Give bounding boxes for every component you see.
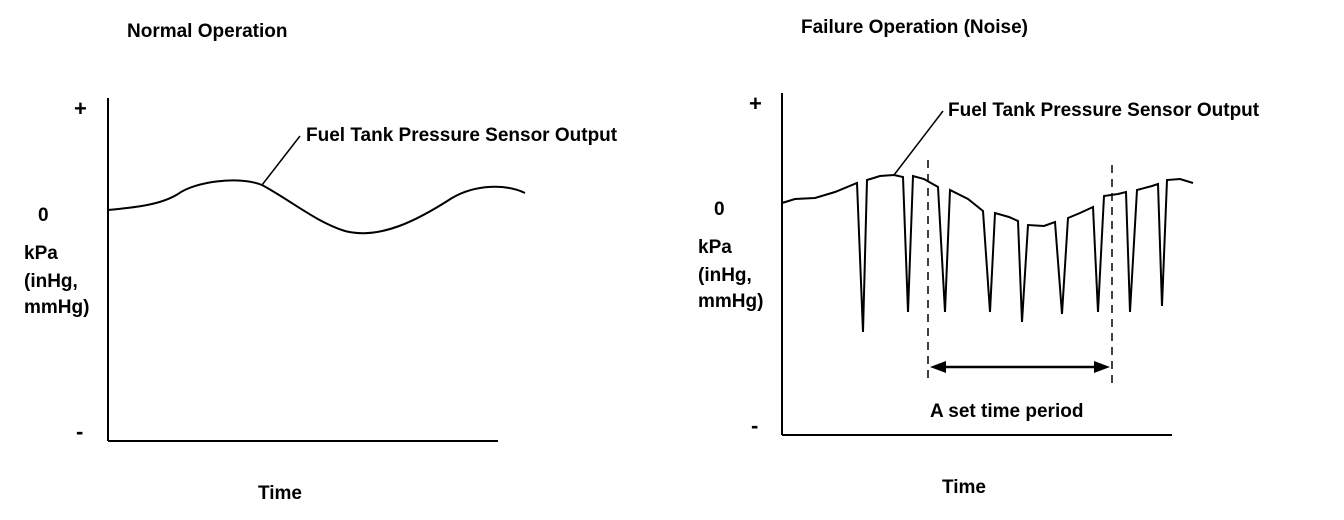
failure-y-minus-label: - [751,413,759,438]
failure-y-plus-label: + [749,91,762,116]
normal-y-unit-line-2: (inHg, [24,271,78,292]
failure-y-unit-line-1: kPa [698,237,732,258]
period-arrow [930,361,1110,373]
normal-signal-label: Fuel Tank Pressure Sensor Output [306,125,618,146]
failure-operation-axes [781,93,1172,436]
failure-y-zero-label: 0 [714,199,725,220]
failure-signal-label: Fuel Tank Pressure Sensor Output [948,100,1260,121]
normal-signal-leader [261,135,301,186]
normal-x-axis-label: Time [258,483,303,504]
failure-y-unit-line-2: (inHg, [698,265,752,286]
normal-y-unit-line-1: kPa [24,243,58,264]
failure-signal-curve [781,173,1194,333]
normal-signal-curve [107,179,526,235]
normal-panel-title: Normal Operation [127,21,288,42]
period-arrow-right-head [1094,361,1110,373]
failure-signal-leader [893,110,944,176]
period-label: A set time period [930,401,1084,422]
failure-x-axis-label: Time [942,477,987,498]
normal-y-plus-label: + [74,96,87,121]
normal-y-zero-label: 0 [38,205,49,226]
normal-y-minus-label: - [76,419,84,444]
normal-operation-axes [107,98,498,442]
period-arrow-left-head [930,361,946,373]
normal-y-unit-line-3: mmHg) [24,297,90,318]
failure-panel-title: Failure Operation (Noise) [801,17,1028,38]
failure-y-unit-line-3: mmHg) [698,291,764,312]
